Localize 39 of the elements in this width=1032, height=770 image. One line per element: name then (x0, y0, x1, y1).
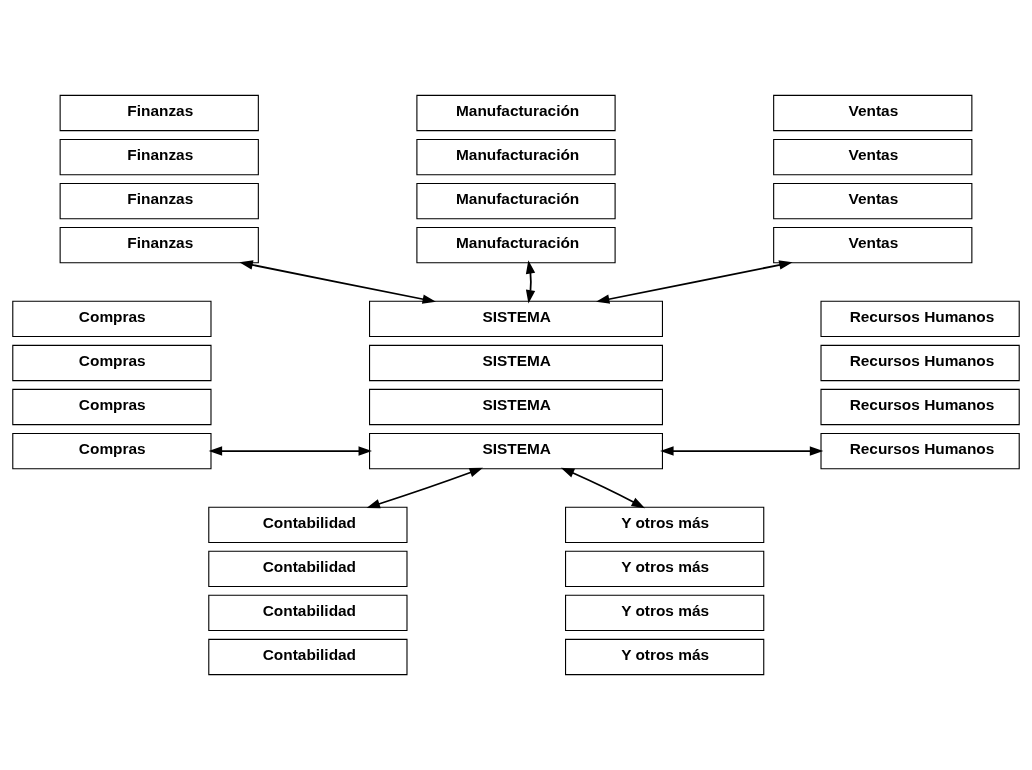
arrow (366, 467, 483, 509)
node-box: Y otros más (565, 550, 765, 588)
node-box: Ventas (773, 182, 973, 220)
node-box: Compras (12, 344, 212, 382)
node-box: Finanzas (59, 138, 259, 176)
node-box: Recursos Humanos (820, 300, 1020, 338)
arrow (208, 446, 372, 456)
node-box: Contabilidad (208, 638, 408, 676)
node-box: Compras (12, 432, 212, 470)
node-box: Finanzas (59, 182, 259, 220)
arrow (596, 260, 793, 304)
node-box: Contabilidad (208, 550, 408, 588)
node-box: Manufacturación (416, 182, 616, 220)
arrow (525, 260, 536, 304)
node-box: Finanzas (59, 227, 259, 264)
node-box: Contabilidad (208, 594, 408, 632)
node-box: Recursos Humanos (820, 432, 1020, 470)
arrow (660, 446, 824, 456)
node-box: Contabilidad (208, 506, 408, 543)
node-box: Manufacturación (416, 227, 616, 264)
node-box: Finanzas (59, 94, 259, 132)
node-box: Ventas (773, 94, 973, 132)
node-box: Ventas (773, 227, 973, 264)
node-box: SISTEMA (369, 432, 663, 470)
arrow (239, 260, 436, 304)
node-box: Compras (12, 388, 212, 426)
node-box: Recursos Humanos (820, 388, 1020, 426)
node-box: Y otros más (565, 594, 765, 632)
node-box: SISTEMA (369, 300, 663, 338)
node-box: Y otros más (565, 506, 765, 543)
node-box: Y otros más (565, 638, 765, 676)
node-box: Recursos Humanos (820, 344, 1020, 382)
node-box: Manufacturación (416, 94, 616, 132)
node-box: SISTEMA (369, 388, 663, 426)
node-box: Ventas (773, 138, 973, 176)
node-box: Compras (12, 300, 212, 338)
node-box: Manufacturación (416, 138, 616, 176)
node-box: SISTEMA (369, 344, 663, 382)
arrow (560, 467, 645, 509)
